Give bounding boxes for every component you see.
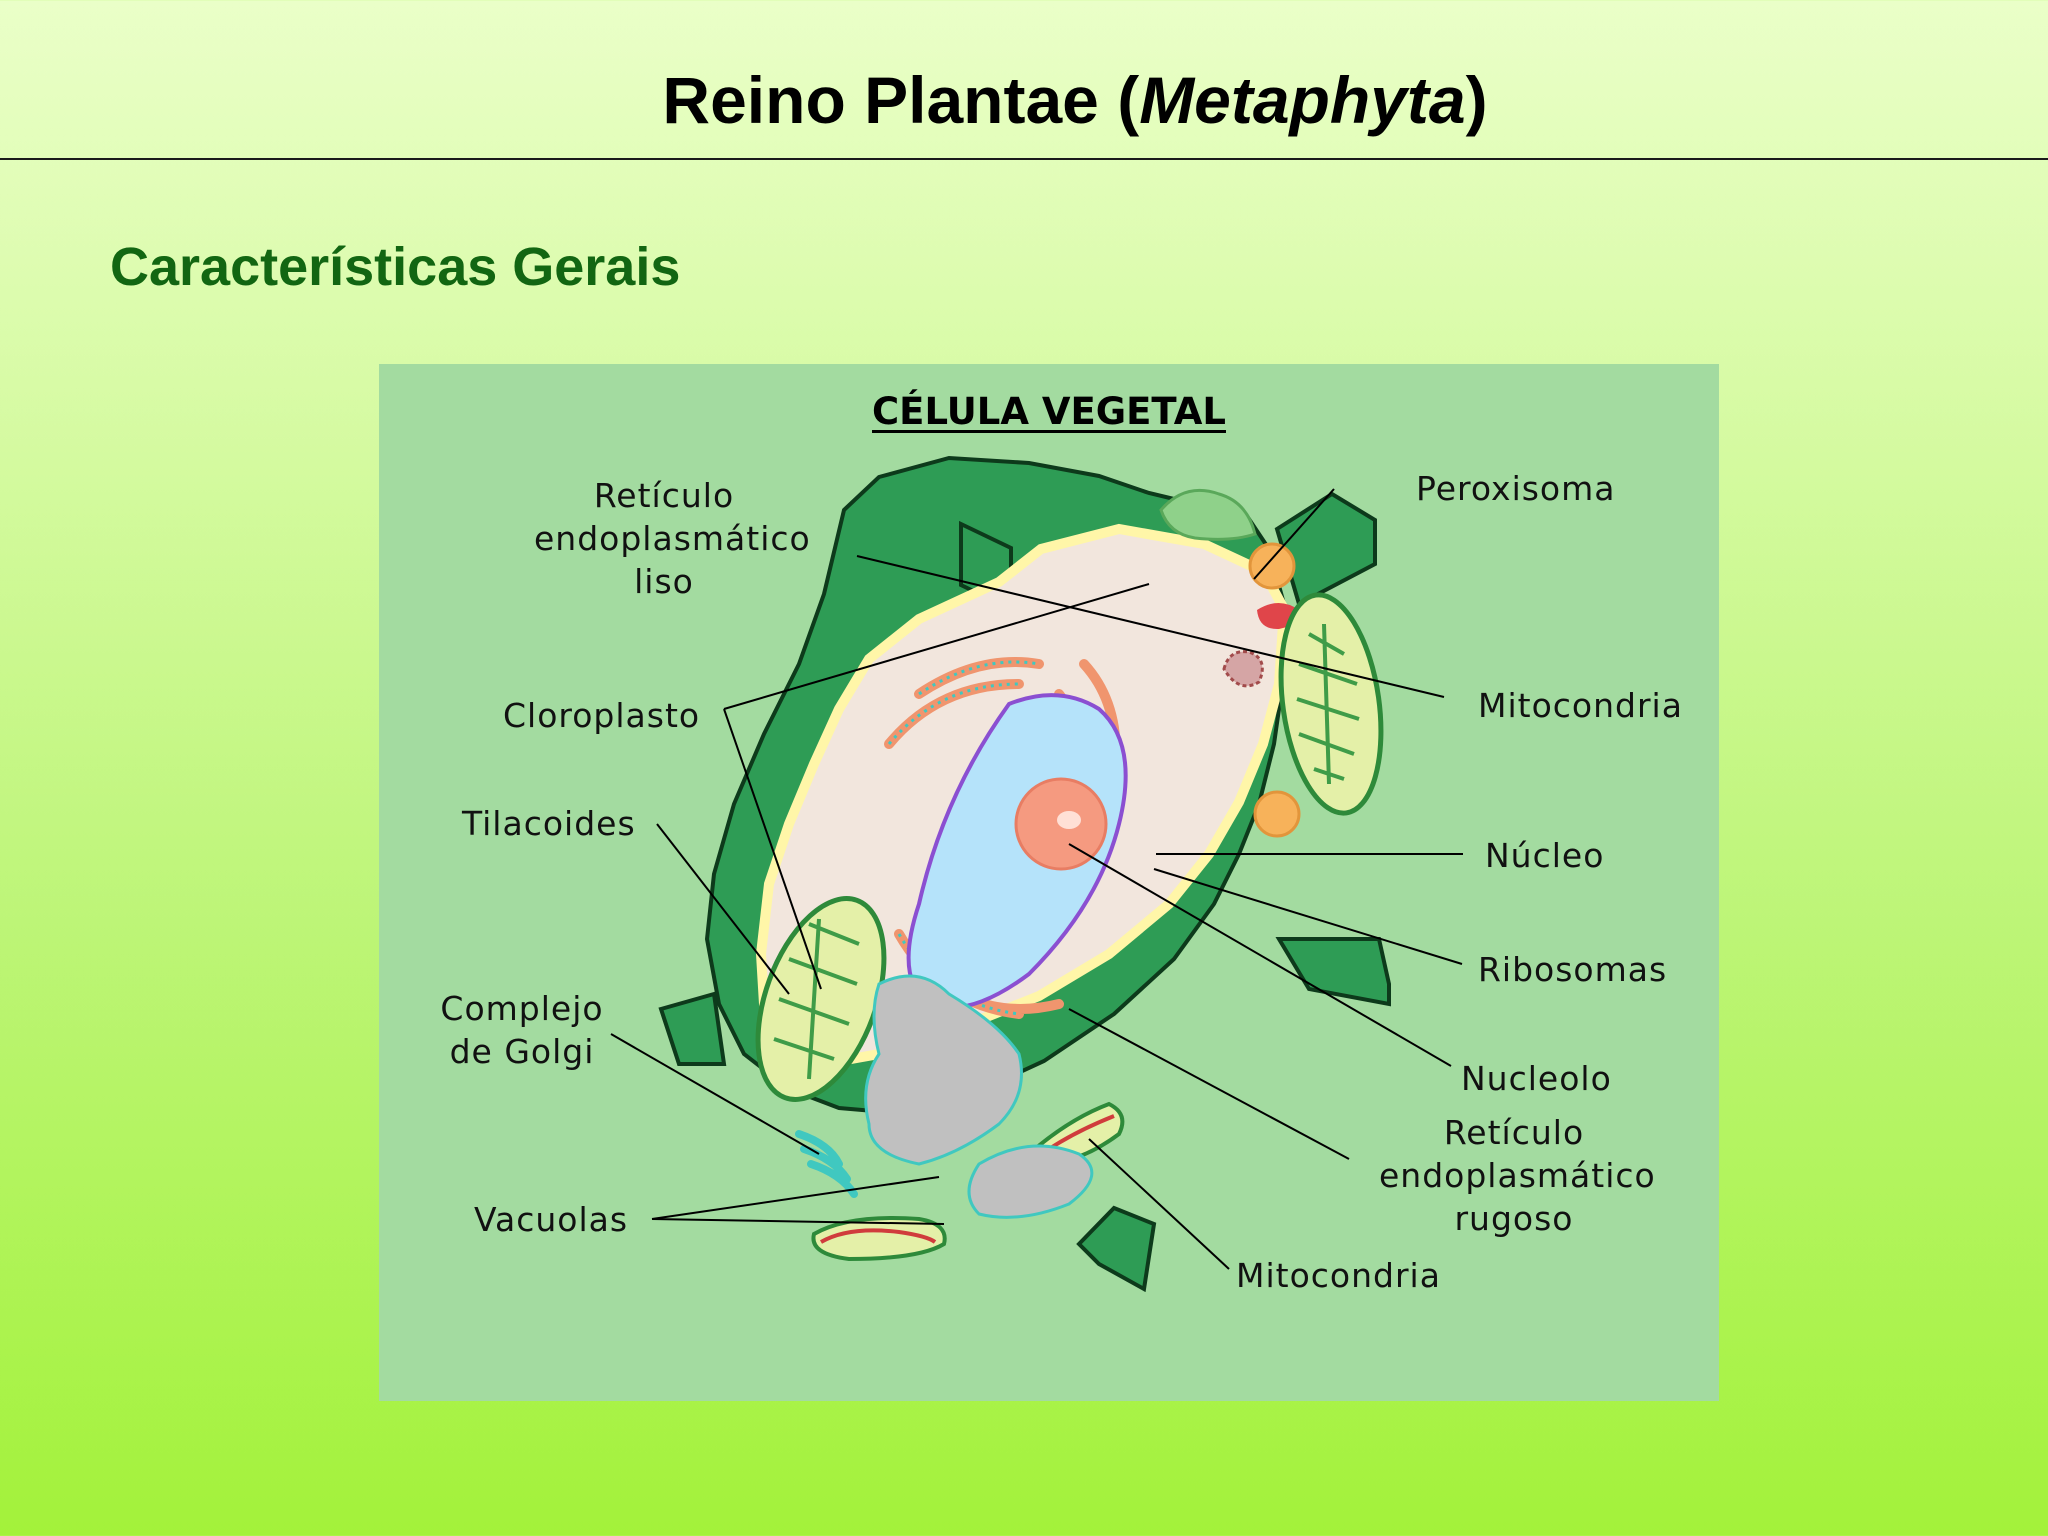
label-golgi-line-1: Complejo (440, 989, 604, 1028)
label-thylakoids: Tilacoides (462, 804, 636, 843)
title-main: Reino Plantae ( (662, 63, 1140, 137)
label-rough-er-line-2: endoplasmático (1379, 1156, 1656, 1195)
label-rough-er-line-1: Retículo (1443, 1113, 1585, 1152)
label-nucleolus: Nucleolo (1461, 1059, 1612, 1098)
label-golgi: Complejo de Golgi (427, 987, 617, 1073)
title-rule (0, 158, 2048, 160)
label-chloroplast: Cloroplasto (503, 696, 701, 735)
diagram-panel: CÉLULA VEGETAL Retículo endoplasmático l… (379, 364, 1719, 1401)
label-mitochondria-bottom: Mitocondria (1236, 1256, 1441, 1295)
label-rough-er: Retículo endoplasmático rugoso (1379, 1111, 1656, 1240)
diagram-heading: CÉLULA VEGETAL (872, 390, 1226, 433)
title-italic: Metaphyta (1139, 63, 1466, 137)
mitochondrion-bottom-left (811, 1216, 947, 1262)
slide-title: Reino Plantae (Metaphyta) (0, 62, 2048, 138)
slide-subtitle: Características Gerais (110, 237, 681, 297)
thylakoids-left (773, 918, 860, 1080)
label-peroxisome: Peroxisoma (1416, 469, 1616, 508)
plant-cell-drawing (610, 455, 1463, 1293)
leader-lines (610, 488, 1463, 1270)
wall-extension-left (658, 991, 727, 1066)
mitochondrion-bottom-left-cristae (820, 1228, 937, 1244)
wall-extension-top-right (1274, 491, 1377, 607)
wall-extension-right (1275, 937, 1391, 1007)
label-golgi-line-2: de Golgi (449, 1032, 595, 1071)
title-end: ) (1465, 63, 1488, 137)
thylakoids-right (1296, 623, 1360, 785)
label-mitochondria-top: Mitocondria (1478, 686, 1683, 725)
label-rough-er-line-3: rugoso (1454, 1199, 1574, 1238)
label-ribosomes: Ribosomas (1478, 950, 1668, 989)
vacuole-large (864, 974, 1023, 1166)
chloroplast-right (1278, 592, 1384, 816)
label-smooth-er-line-2: endoplasmático (534, 519, 811, 558)
label-smooth-er: Retículo endoplasmático liso (534, 474, 811, 603)
nucleus (906, 693, 1128, 1010)
label-nucleus: Núcleo (1485, 836, 1605, 875)
vacuole-small (967, 1144, 1094, 1219)
label-vacuoles: Vacuolas (474, 1200, 629, 1239)
label-smooth-er-line-1: Retículo (593, 476, 735, 515)
wall-extension-bottom (1076, 1205, 1157, 1293)
mitochondrion-top (1222, 650, 1264, 688)
nucleolus-highlight (1057, 811, 1081, 829)
peroxisome-bottom (1253, 790, 1301, 838)
label-smooth-er-line-3: liso (634, 562, 694, 601)
golgi-complex (795, 1130, 858, 1198)
peroxisome-top (1248, 542, 1296, 590)
smooth-er (1159, 488, 1257, 541)
